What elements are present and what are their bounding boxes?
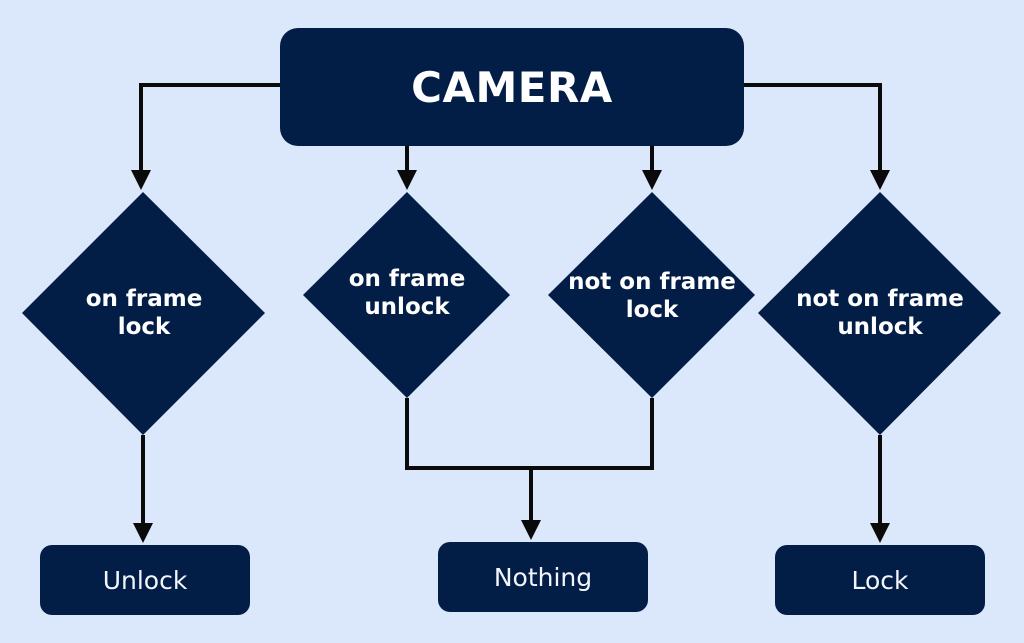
decision-on-frame-unlock: [303, 192, 510, 398]
root-node-camera: CAMERA: [280, 28, 744, 146]
result-label-unlock: Unlock: [102, 565, 188, 595]
decision-label-not-on-frame-unlock: not on frame unlock: [796, 286, 964, 340]
decision-label-not-on-frame-lock: not on frame lock: [568, 269, 736, 323]
decision-not-on-frame-unlock: [758, 192, 1001, 435]
decision-on-frame-lock: [22, 192, 265, 435]
decision-not-on-frame-lock: [548, 192, 755, 398]
result-node-lock: Lock: [775, 545, 985, 615]
connectors: [131, 83, 890, 533]
decision-label-on-frame-lock: on frame lock: [85, 286, 203, 340]
connector-merge-to-nothing: [405, 398, 654, 530]
result-node-nothing: Nothing: [438, 542, 648, 612]
connector-root-to-not-on-frame-unlock: [744, 83, 890, 190]
root-node-label: CAMERA: [411, 62, 613, 112]
result-label-lock: Lock: [851, 565, 909, 595]
result-label-nothing: Nothing: [493, 562, 593, 592]
decision-label-on-frame-unlock: on frame unlock: [348, 266, 466, 320]
decision-nodes: [22, 192, 1001, 435]
connector-root-to-on-frame-lock: [131, 83, 280, 190]
result-node-unlock: Unlock: [40, 545, 250, 615]
